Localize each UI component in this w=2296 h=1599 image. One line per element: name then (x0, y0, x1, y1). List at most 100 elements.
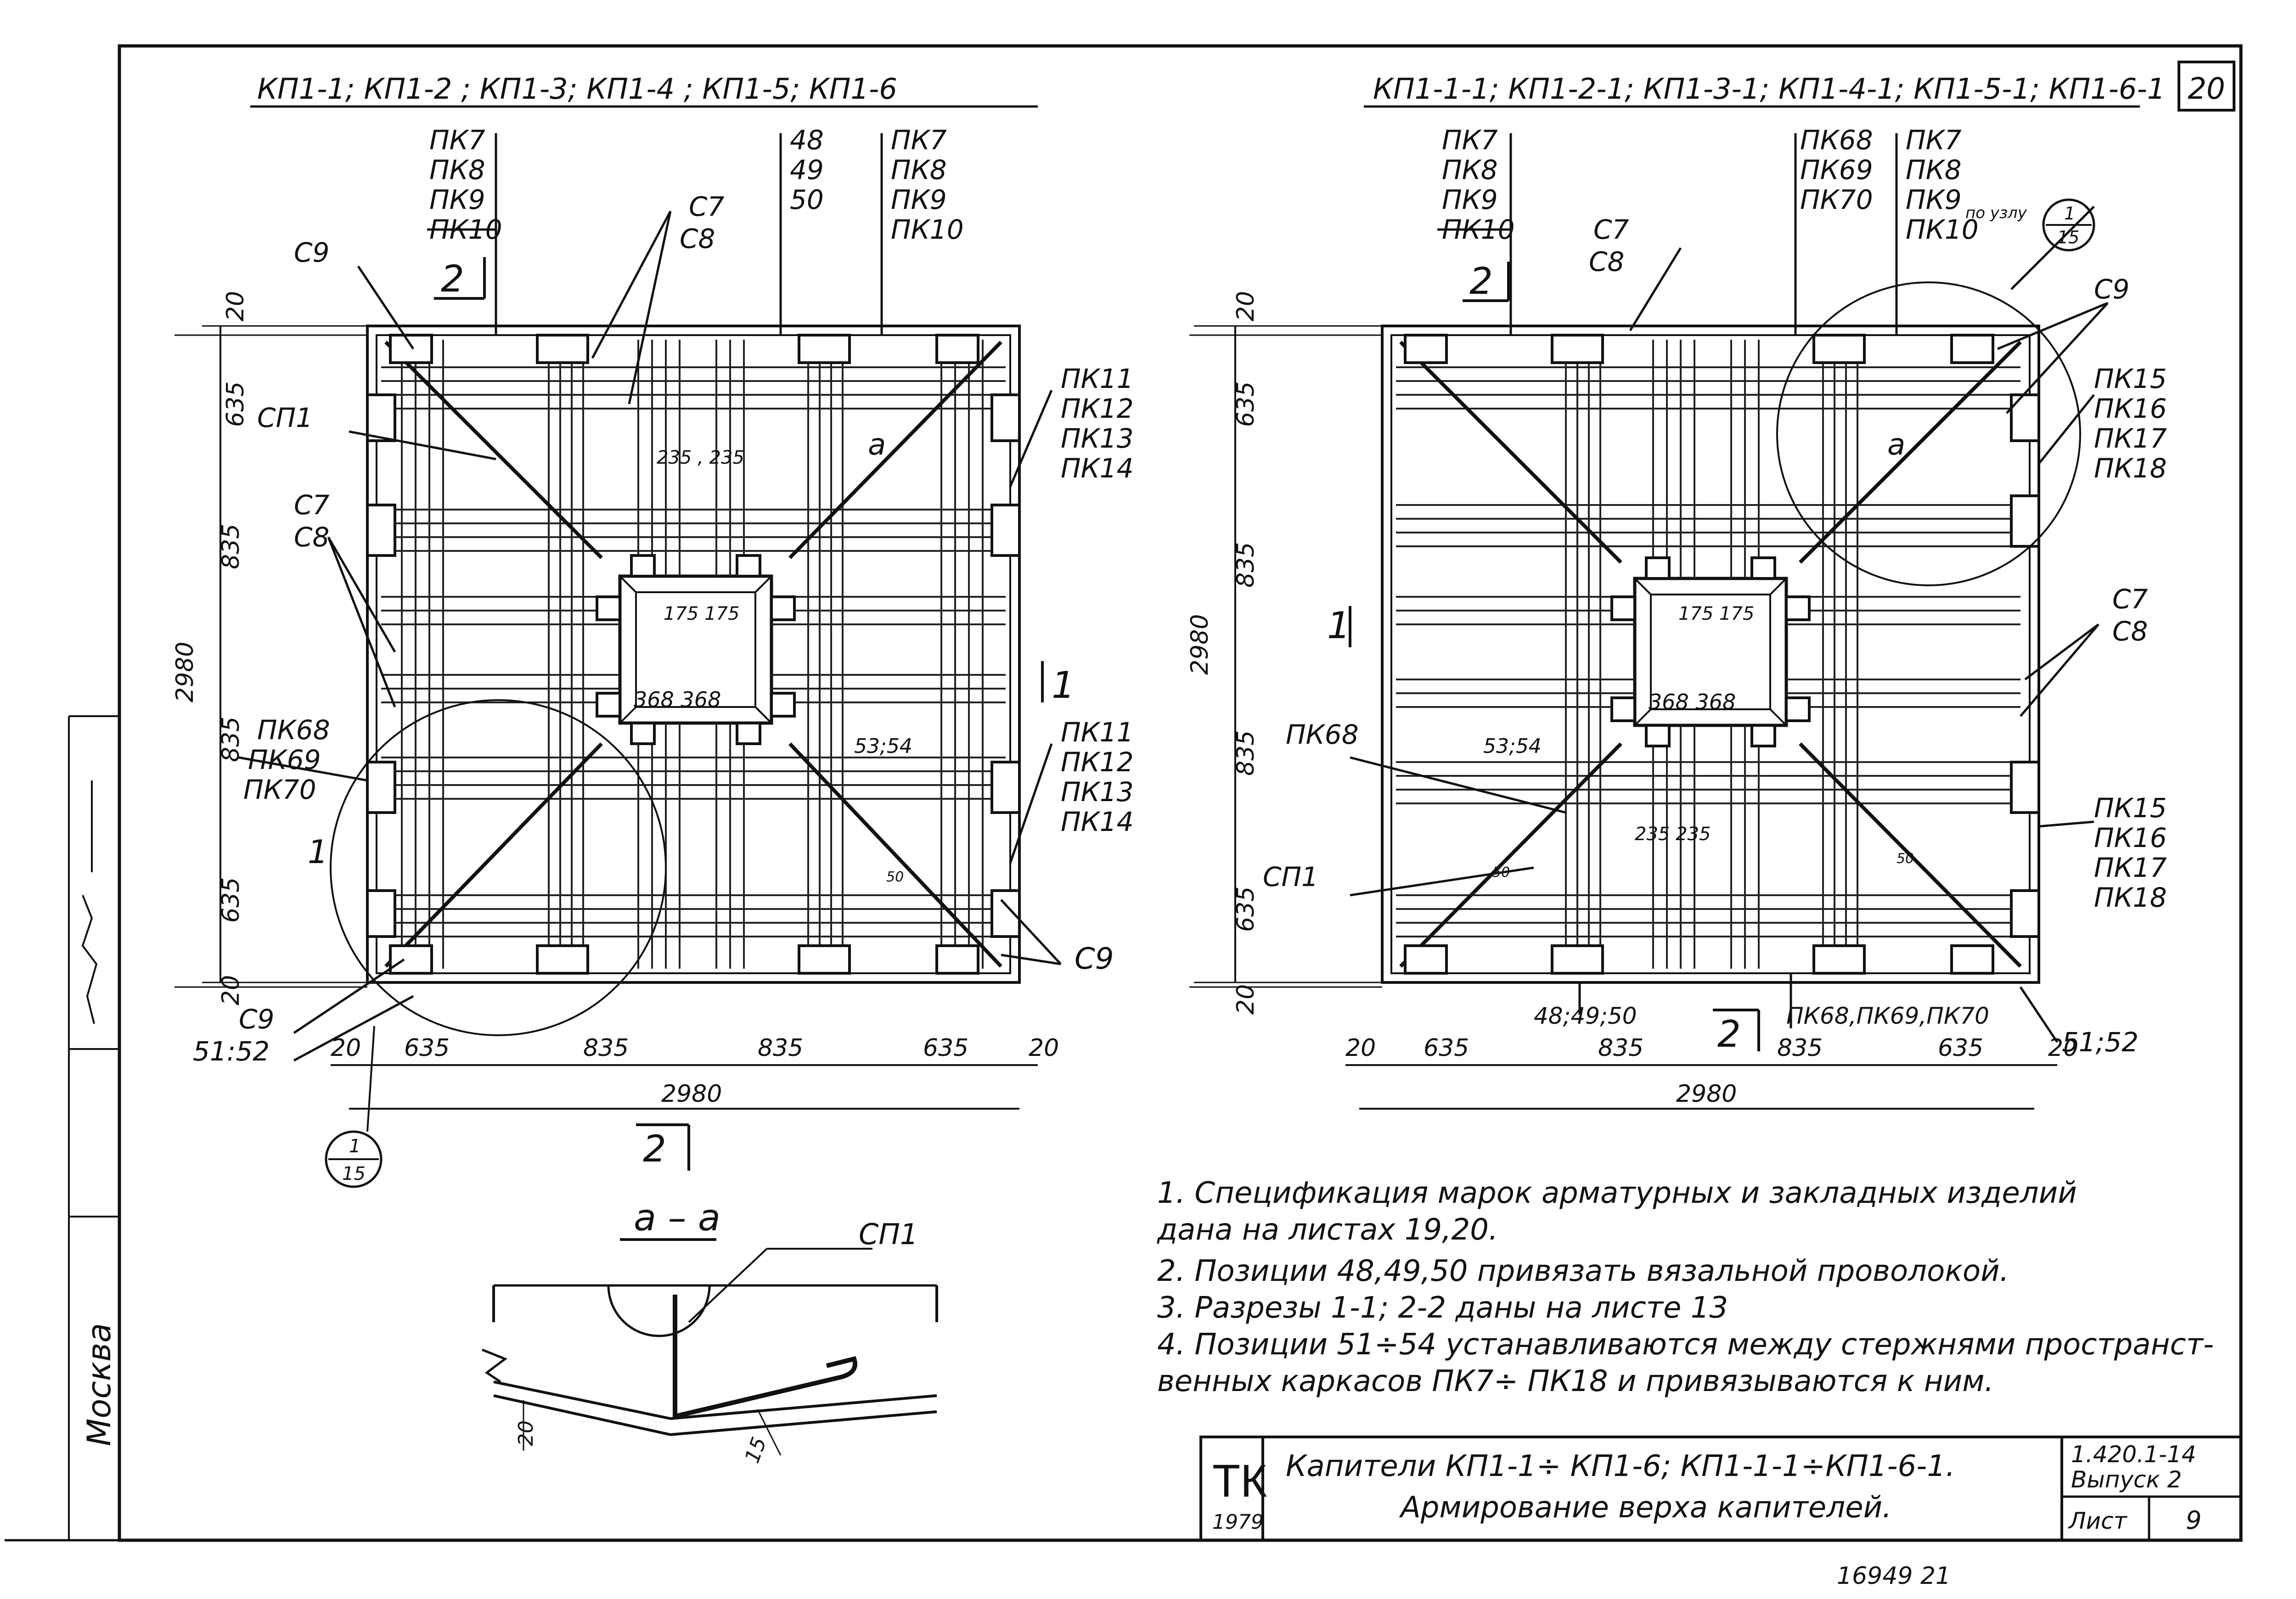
right-pk7-b: ПК7 (1906, 124, 1962, 156)
right-section-2-bottom: 2 (1717, 1013, 1741, 1055)
right-pk-bottom: ПК68,ПК69,ПК70 (1786, 1003, 1989, 1029)
section-aa-dim-15: 15 (740, 1434, 771, 1466)
issue-number: Выпуск 2 (2071, 1466, 2182, 1493)
note-line-3: 2. Позиции 48,49,50 привязать вязальной … (1157, 1254, 2009, 1288)
stamp-number: 16949 21 (1837, 1562, 1951, 1590)
left-plan-title: КП1-1; КП1-2 ; КП1-3; КП1-4 ; КП1-5; КП1… (257, 72, 897, 106)
right-pk8-b: ПК8 (1906, 154, 1962, 185)
right-pk9-a: ПК9 (1442, 184, 1498, 215)
right-pk16-b: ПК16 (2094, 822, 2167, 853)
left-pk7-a: ПК7 (429, 124, 485, 156)
left-hdim-6: 20 (1029, 1034, 1059, 1062)
right-c7-side: С7 (2112, 583, 2148, 615)
left-hdim-3: 835 (583, 1034, 629, 1062)
left-vdim-total: 2980 (171, 642, 199, 702)
left-pk11-b: ПК11 (1061, 717, 1134, 748)
right-pk17-a: ПК17 (2094, 423, 2167, 454)
left-hdim-4: 835 (758, 1034, 803, 1062)
right-pk10-a: ПК10 (1442, 214, 1515, 245)
left-section-1-left: 1 (308, 833, 328, 871)
right-pk18-b: ПК18 (2094, 882, 2167, 913)
right-pk16-a: ПК16 (2094, 393, 2167, 424)
section-aa-title: а – а (634, 1196, 720, 1239)
left-node-ref-bottom: 15 (342, 1163, 366, 1184)
right-c9: С9 (2094, 274, 2129, 305)
left-c9-bottom-left: С9 (239, 1004, 274, 1035)
right-vdim-total: 2980 (1186, 614, 1214, 675)
right-pk68-top: ПК68 (1800, 124, 1873, 156)
sheet-label: Лист (2068, 1508, 2128, 1534)
right-vdim-2: 635 (1232, 382, 1260, 427)
left-sp1: СП1 (257, 402, 313, 433)
note-line-1: 1. Спецификация марок арматурных и закла… (1157, 1176, 2077, 1210)
left-section-a: а (868, 428, 886, 462)
left-vdim-1: 20 (222, 291, 249, 321)
right-53-54: 53;54 (1483, 735, 1542, 758)
note-line-4: 3. Разрезы 1-1; 2-2 даны на листе 13 (1157, 1291, 1728, 1325)
right-po-uzlu: по узлу (1965, 204, 2027, 222)
tk-year: 1979 (1212, 1510, 1264, 1534)
right-pk15-b: ПК15 (2094, 792, 2167, 824)
left-vdim-6: 20 (217, 975, 245, 1005)
left-vdim-5: 635 (217, 877, 245, 923)
right-pk9-b: ПК9 (1906, 184, 1962, 215)
left-vdim-4: 835 (217, 717, 245, 762)
right-plan-title: КП1-1-1; КП1-2-1; КП1-3-1; КП1-4-1; КП1-… (1373, 72, 2165, 106)
right-pk68-left: ПК68 (1286, 719, 1359, 750)
section-aa-dim-20: 20 (514, 1420, 538, 1446)
left-section-2-top: 2 (441, 258, 464, 300)
left-pk13-b: ПК13 (1061, 776, 1134, 808)
notes: 1. Спецификация марок арматурных и закла… (1157, 1176, 2214, 1398)
right-node-ref-top: 1 (2064, 203, 2075, 224)
left-c8-side: С8 (294, 522, 329, 553)
left-pos48: 48 (790, 124, 824, 156)
right-vdim-5: 635 (1232, 886, 1260, 932)
left-vdim-2: 635 (222, 382, 249, 427)
tk-logo: ТК (1212, 1455, 1267, 1507)
right-pk8-a: ПК8 (1442, 154, 1498, 185)
left-pk69: ПК69 (248, 744, 321, 775)
note-line-6: венных каркасов ПК7÷ ПК18 и привязываютс… (1157, 1364, 1994, 1398)
right-pk15-a: ПК15 (2094, 363, 2167, 394)
left-pk70: ПК70 (243, 774, 316, 805)
left-pk13-a: ПК13 (1061, 423, 1134, 454)
left-section-1-right: 1 (1052, 664, 1075, 707)
right-vdim-1: 20 (1232, 291, 1260, 321)
left-pk10-b: ПК10 (891, 214, 964, 245)
left-dim-235: 235 , 235 (657, 447, 744, 468)
sheet-number-box (2178, 61, 2235, 112)
right-hdim-3: 835 (1598, 1034, 1643, 1062)
drawing-frame (118, 44, 2243, 1542)
right-dim-368: 368 368 (1649, 690, 1736, 714)
right-hdim-total: 2980 (1676, 1080, 1737, 1108)
right-pk69-top: ПК69 (1800, 154, 1873, 185)
right-vdim-3: 835 (1232, 542, 1260, 588)
right-c7: С7 (1593, 214, 1629, 245)
title-line-2: Армирование верха капителей. (1399, 1491, 1892, 1525)
left-pk8-a: ПК8 (429, 154, 485, 185)
right-pk10-b: ПК10 (1906, 214, 1979, 245)
right-section-a: а (1887, 428, 1905, 462)
right-pk7-a: ПК7 (1442, 124, 1498, 156)
margin-city: Москва (80, 1323, 118, 1446)
right-plan: КП1-1-1; КП1-2-1; КП1-3-1; КП1-4-1; КП1-… (1186, 72, 2167, 1110)
left-c7: С7 (689, 191, 724, 222)
left-c9-bottom-right: С9 (1075, 942, 1114, 976)
left-pos49: 49 (790, 154, 824, 185)
left-pk8-b: ПК8 (891, 154, 947, 185)
left-pk14-b: ПК14 (1061, 806, 1134, 837)
left-section-2-bottom: 2 (643, 1128, 666, 1170)
left-hdim-5: 635 (923, 1034, 968, 1062)
right-51-52: 51;52 (2062, 1027, 2138, 1058)
left-pk11-a: ПК11 (1061, 363, 1134, 394)
left-c7-side: С7 (294, 489, 329, 521)
left-vdim-3: 835 (217, 524, 245, 569)
left-hdim-2: 635 (404, 1034, 450, 1062)
right-hdim-1: 20 (1345, 1034, 1376, 1062)
section-aa-arc (607, 1285, 711, 1337)
right-c8: С8 (1589, 246, 1624, 277)
left-plan: КП1-1; КП1-2 ; КП1-3; КП1-4 ; КП1-5; КП1… (171, 72, 1134, 1188)
right-dim-235: 235 235 (1635, 824, 1711, 845)
note-line-2: дана на листах 19,20. (1157, 1213, 1498, 1247)
left-node-ref-top: 1 (349, 1136, 360, 1157)
